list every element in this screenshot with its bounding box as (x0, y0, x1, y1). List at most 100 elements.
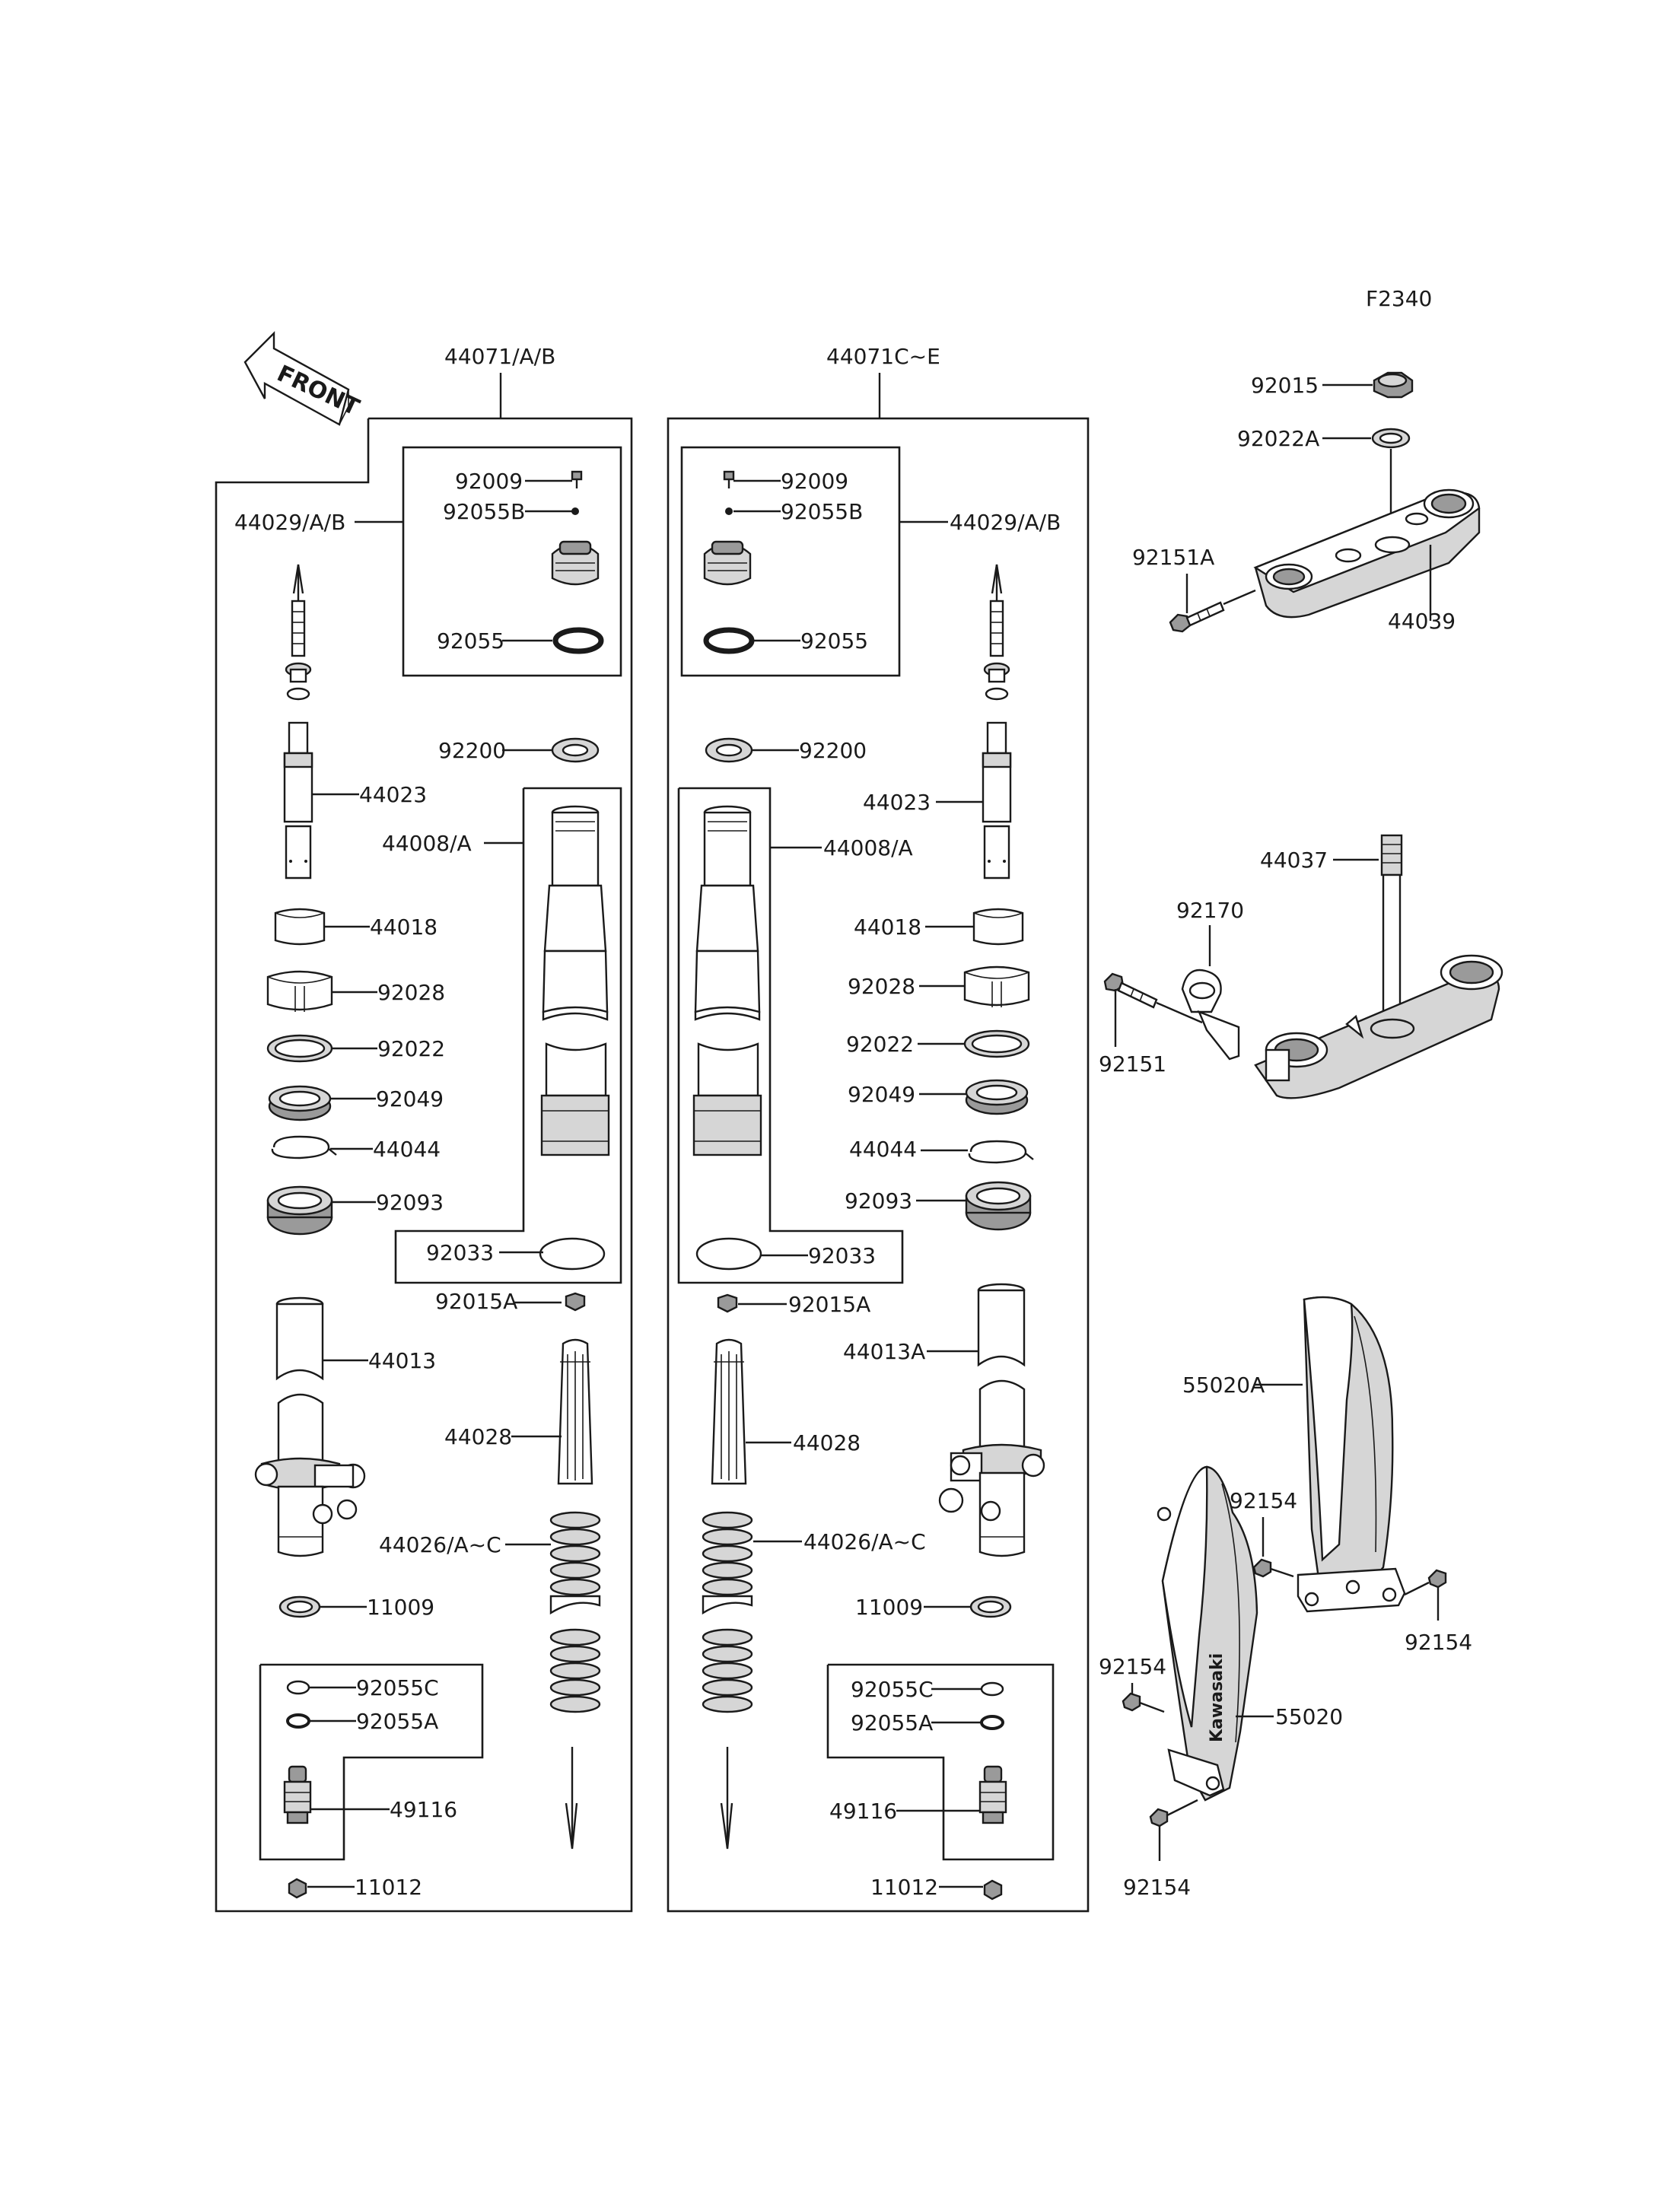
right-label-92055C: 92055C (851, 1677, 934, 1702)
left-clip-44044 (271, 1135, 337, 1159)
left-dust-seal-92093 (266, 1185, 333, 1236)
label-92154-c: 92154 (1099, 1654, 1166, 1679)
right-label-92200: 92200 (799, 738, 867, 763)
left-outer-tube-box (394, 787, 622, 1284)
left-label-92015A: 92015A (435, 1289, 517, 1314)
right-nut-11012 (983, 1879, 1003, 1901)
steering-stem-44037 (1254, 834, 1503, 1099)
bolt-92154-d (1149, 1799, 1198, 1827)
brake-hose-clamp-92170 (1181, 969, 1240, 1061)
right-label-49116: 49116 (829, 1799, 897, 1824)
left-bushing-44018 (274, 908, 326, 946)
left-valve-49116 (283, 1765, 312, 1824)
label-92154-d: 92154 (1123, 1875, 1191, 1900)
left-oil-seal-92049 (268, 1085, 332, 1121)
left-label-44028: 44028 (444, 1424, 512, 1449)
right-label-92055: 92055 (800, 628, 868, 654)
label-55020: 55020 (1275, 1704, 1343, 1729)
right-label-11009: 11009 (855, 1595, 923, 1620)
left-label-92055B: 92055B (443, 499, 525, 524)
right-label-44023: 44023 (863, 790, 931, 815)
bolt-92154-c (1122, 1692, 1165, 1713)
front-arrow-icon: FRONT (243, 331, 364, 426)
right-fork-assembly: 44071C~E 92009 92055B 92055 44029/A/B (667, 344, 1090, 1913)
right-dust-seal-92093 (965, 1181, 1032, 1231)
right-label-92033: 92033 (808, 1243, 876, 1268)
left-spring-seat-44028 (557, 1338, 593, 1485)
right-label-44026: 44026/A~C (803, 1529, 926, 1554)
label-92154-a: 92154 (1230, 1488, 1297, 1513)
fork-guard-55020A (1297, 1296, 1406, 1613)
left-fork-assembly: 44071/A/B 92009 92055B 92055 44029/A/B (215, 344, 633, 1913)
label-92151A: 92151A (1132, 545, 1214, 570)
left-label-44029: 44029/A/B (234, 510, 345, 535)
label-44039: 44039 (1388, 609, 1456, 634)
right-label-92028: 92028 (848, 974, 915, 999)
left-nut-92015A (565, 1292, 586, 1312)
left-assembly-title: 44071/A/B (444, 344, 555, 369)
left-damper-rod (283, 564, 313, 880)
right-cap-bolt-box (680, 446, 901, 677)
right-label-92055B: 92055B (781, 499, 863, 524)
left-label-92049: 92049 (376, 1086, 444, 1112)
stem-nut-92015 (1373, 371, 1414, 399)
left-assembly-frame (215, 417, 633, 1913)
right-label-92015A: 92015A (788, 1292, 870, 1317)
bolt-92151 (1103, 972, 1158, 1009)
right-bushing-92028 (963, 965, 1030, 1007)
right-label-92055A: 92055A (851, 1710, 933, 1735)
left-cap-bolt (551, 540, 600, 586)
right-fork-spring (702, 1511, 753, 1713)
right-outer-tube (692, 805, 762, 1156)
right-assembly-frame (667, 417, 1090, 1913)
left-label-92028: 92028 (377, 980, 445, 1005)
right-label-44008: 44008/A (823, 835, 913, 860)
right-label-11012: 11012 (870, 1875, 938, 1900)
left-label-11012: 11012 (355, 1875, 422, 1900)
right-label-44018: 44018 (854, 915, 921, 940)
right-outer-tube-box (677, 787, 904, 1284)
bolt-92154-b (1404, 1569, 1447, 1596)
right-label-44044: 44044 (849, 1137, 917, 1162)
label-92022A: 92022A (1237, 426, 1319, 451)
left-bushing-92028 (266, 970, 333, 1012)
right-spring-seat-44028 (711, 1338, 747, 1485)
left-label-92055C: 92055C (356, 1675, 439, 1700)
bolt-92154-a (1252, 1558, 1294, 1578)
upper-triple-clamp-group: 92015 92022A 44039 92151A (1132, 371, 1481, 634)
right-valve-box (826, 1663, 1055, 1861)
right-damper-rod (982, 564, 1012, 880)
right-inner-tube (938, 1283, 1045, 1557)
left-label-92093: 92093 (376, 1190, 444, 1215)
right-nut-92015A (717, 1293, 738, 1313)
left-label-92200: 92200 (438, 738, 506, 763)
left-label-49116: 49116 (390, 1797, 457, 1822)
bolt-92151A (1169, 601, 1225, 633)
right-clip-44044 (968, 1140, 1034, 1164)
left-label-92055A: 92055A (356, 1709, 438, 1734)
left-outer-tube (540, 805, 610, 1156)
left-label-92009: 92009 (455, 469, 523, 494)
label-92170: 92170 (1176, 898, 1244, 923)
right-label-44029: 44029/A/B (950, 510, 1061, 535)
left-label-44023: 44023 (359, 782, 427, 807)
right-valve-49116 (978, 1765, 1007, 1824)
right-oil-seal-92049 (965, 1079, 1029, 1115)
left-label-11009: 11009 (367, 1595, 434, 1620)
guard-logo: Kawasaki (1208, 1653, 1227, 1742)
right-assembly-title: 44071C~E (826, 344, 940, 369)
right-label-92022: 92022 (846, 1032, 914, 1057)
left-label-92033: 92033 (426, 1240, 494, 1265)
left-label-44018: 44018 (370, 915, 438, 940)
upper-triple-clamp-44039 (1253, 488, 1481, 619)
right-label-92009: 92009 (781, 469, 848, 494)
right-cap-bolt (703, 540, 752, 586)
figure-code: F2340 (1366, 286, 1432, 311)
left-inner-tube (254, 1296, 366, 1557)
fork-guard-group: 55020A 92154 92154 Kawasaki 55020 92154 (1099, 1296, 1472, 1900)
left-label-92022: 92022 (377, 1036, 445, 1061)
right-label-92093: 92093 (845, 1188, 912, 1214)
right-label-44028: 44028 (793, 1430, 861, 1455)
